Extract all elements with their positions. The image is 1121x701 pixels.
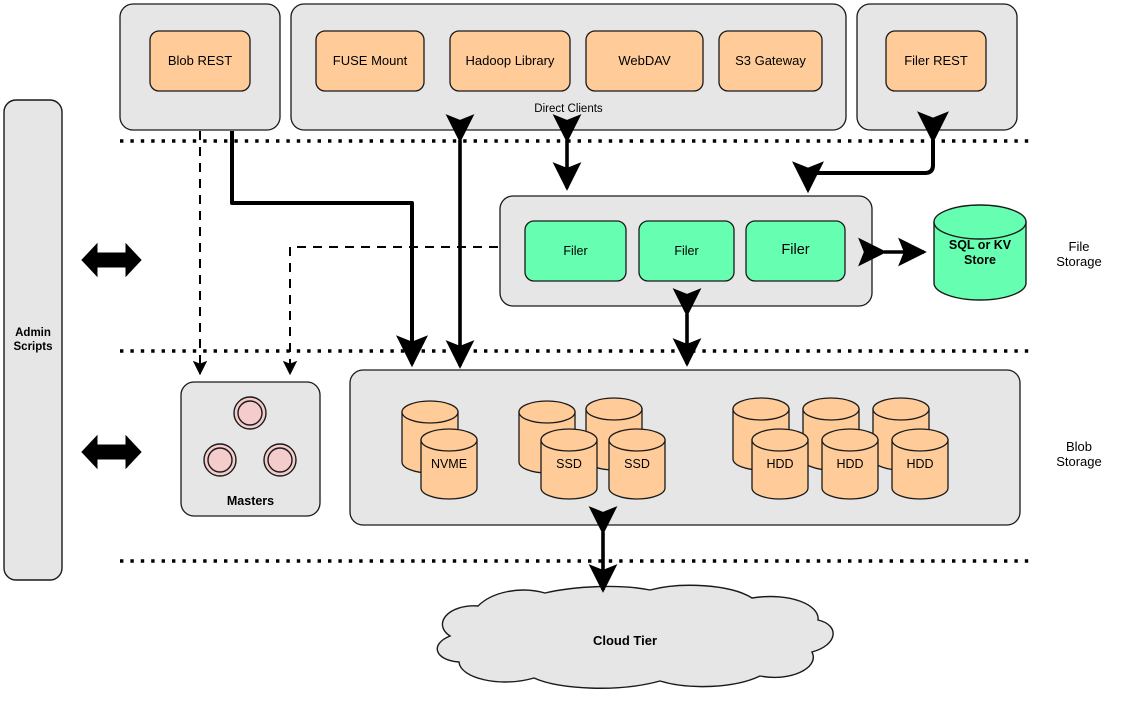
admin-arrow-file-storage: [81, 242, 142, 278]
disk-hdd-1[interactable]: [751, 428, 809, 500]
master-node-3[interactable]: [263, 443, 297, 477]
masters-group[interactable]: [180, 381, 321, 517]
master-node-2[interactable]: [203, 443, 237, 477]
client-box-filer-rest[interactable]: [885, 30, 987, 92]
disk-hdd-2[interactable]: [821, 428, 879, 500]
admin-arrow-blob-storage: [81, 434, 142, 470]
master-node-1[interactable]: [233, 396, 267, 430]
admin-scripts-panel[interactable]: [3, 99, 63, 581]
client-box-blob-rest[interactable]: [149, 30, 251, 92]
edge-filer-to-masters: [282, 246, 498, 376]
client-box-s3-gateway[interactable]: [718, 30, 823, 92]
client-box-webdav[interactable]: [585, 30, 704, 92]
client-box-hadoop-library[interactable]: [449, 30, 571, 92]
filer-node-1[interactable]: [524, 220, 627, 282]
disk-nvme[interactable]: [420, 428, 478, 500]
filer-node-2[interactable]: [638, 220, 735, 282]
disk-ssd-2[interactable]: [608, 428, 666, 500]
sql-kv-store-cylinder[interactable]: [933, 204, 1027, 301]
client-box-fuse-mount[interactable]: [315, 30, 425, 92]
disk-hdd-3[interactable]: [891, 428, 949, 500]
cloud-tier-shape[interactable]: [436, 584, 834, 689]
edge-filer-rest-to-filers: [792, 111, 949, 194]
disk-ssd-1[interactable]: [540, 428, 598, 500]
filer-node-3[interactable]: [745, 220, 846, 282]
edge-blob-rest-to-volume-servers: [230, 131, 428, 368]
